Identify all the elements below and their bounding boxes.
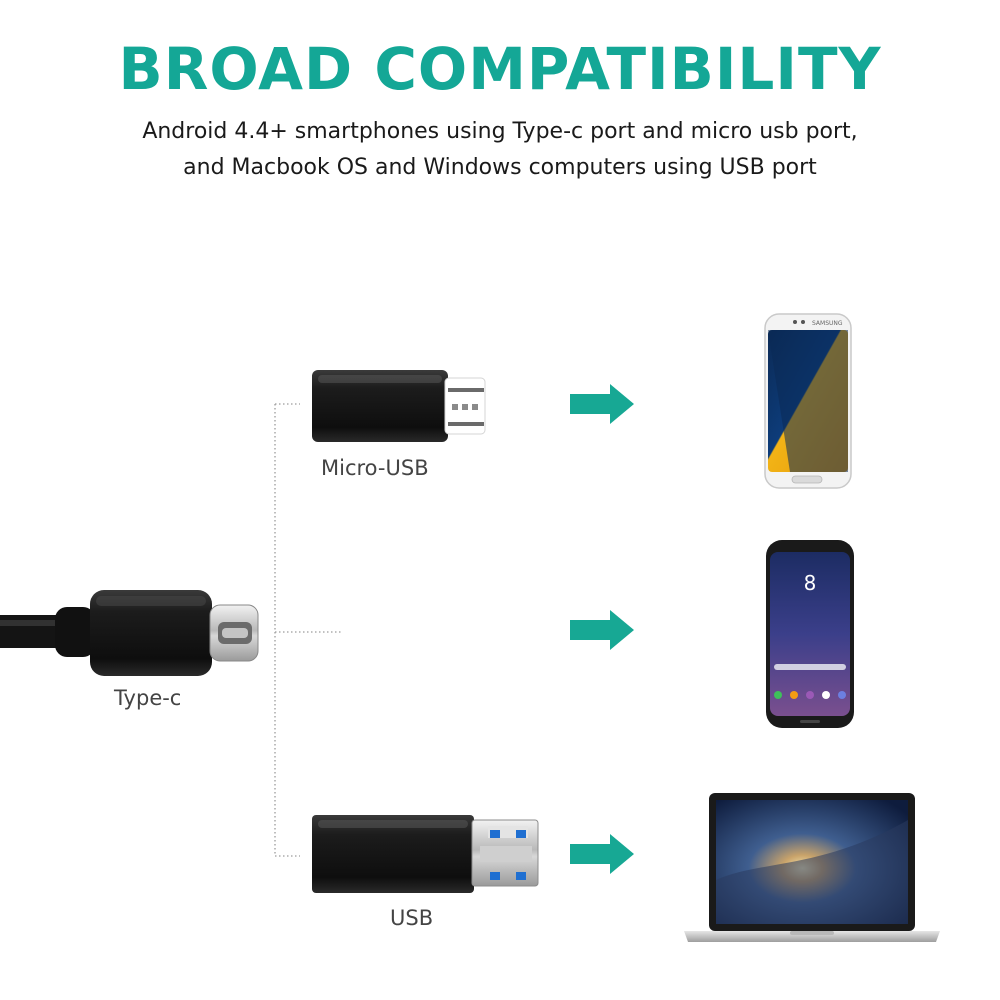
- usb-label: USB: [390, 906, 434, 930]
- phone-brand-text: SAMSUNG: [812, 320, 843, 327]
- smartphone-infinity: 8: [766, 540, 854, 728]
- page-subtitle: Android 4.4+ smartphones using Type-c po…: [0, 114, 1000, 186]
- subtitle-line-1: Android 4.4+ smartphones using Type-c po…: [142, 119, 858, 144]
- micro-usb-adapter: [312, 370, 486, 442]
- arrow-right-icon: [570, 384, 634, 424]
- phone-clock: 8: [804, 571, 817, 595]
- subtitle-line-2: and Macbook OS and Windows computers usi…: [183, 155, 817, 180]
- arrow-right-icon: [570, 610, 634, 650]
- arrow-right-icon: [570, 834, 634, 874]
- type-c-label: Type-c: [114, 686, 182, 710]
- connector-tree: [274, 403, 342, 857]
- micro-usb-label: Micro-USB: [321, 456, 429, 480]
- smartphone-edge: SAMSUNG: [764, 313, 852, 489]
- usb-contact: [490, 872, 500, 880]
- usb-contact: [490, 830, 500, 838]
- usb-a-adapter: [312, 815, 539, 893]
- page-title: BROAD COMPATIBILITY: [118, 35, 882, 103]
- type-c-connector: [0, 590, 259, 676]
- laptop: [684, 793, 940, 942]
